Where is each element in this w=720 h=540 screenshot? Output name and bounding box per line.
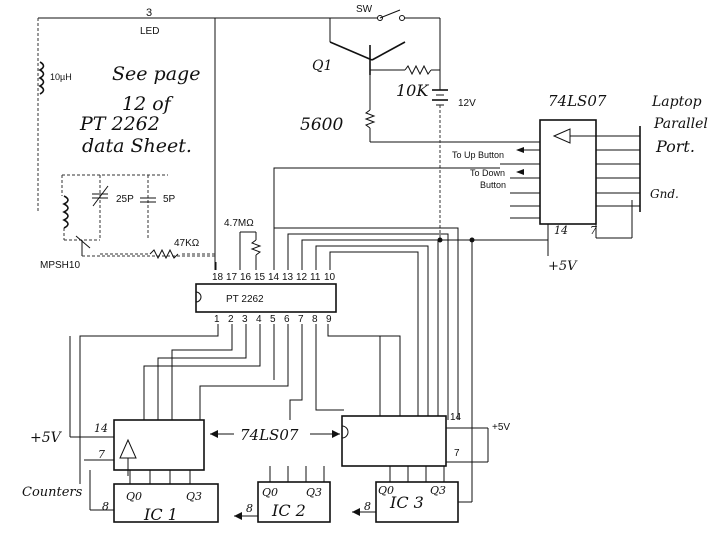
resistor-47k xyxy=(149,248,179,260)
ic2-q0: Q0 xyxy=(262,486,278,499)
pin-label: 10 xyxy=(324,272,336,283)
pin7-left: 7 xyxy=(98,448,105,461)
gnd-label: Gnd. xyxy=(650,187,679,201)
laptop-label3: Port. xyxy=(655,137,695,156)
resistor-10k xyxy=(404,64,432,76)
led-label: LED xyxy=(140,26,159,37)
counter-ic2: IC 2 Q0 Q3 8 xyxy=(234,466,331,523)
resistor-10k-label: 10K xyxy=(396,81,429,100)
pin-label: 7 xyxy=(298,314,304,325)
cap-25p-label: 25P xyxy=(116,194,134,205)
top-rail xyxy=(38,17,441,270)
pin-label: 16 xyxy=(240,272,252,283)
pin14-right: 14 xyxy=(450,412,462,423)
laptop-label2: Parallel xyxy=(653,116,708,132)
ic3-q0: Q0 xyxy=(378,484,394,497)
pin-label: 3 xyxy=(242,314,248,325)
led-symbol: 3 xyxy=(146,7,152,19)
chip-74ls07-top: 74LS07 To Up Button To Down Button 14 7 … xyxy=(452,92,708,274)
inductor-label: 10µH xyxy=(50,72,72,82)
ic3-q3: Q3 xyxy=(430,484,446,497)
pin-label: 8 xyxy=(312,314,318,325)
battery-12v: 12V xyxy=(432,70,476,240)
chip-pt2262: PT 2262 18 17 16 15 14 13 12 11 10 1 2 3… xyxy=(79,167,500,462)
pt2262-bottom-pins: 1 2 3 4 5 6 7 8 9 xyxy=(214,314,332,325)
resistor-4m7: 4.7MΩ xyxy=(224,218,262,270)
ic3-label: IC 3 xyxy=(389,493,424,512)
ic3-pin8: 8 xyxy=(364,500,371,513)
counters-label: Counters xyxy=(22,485,83,500)
ic1-pin8: 8 xyxy=(102,500,109,513)
pin7-top: 7 xyxy=(590,224,597,237)
resistor-5600-label: 5600 xyxy=(300,115,343,135)
pin14-left: 14 xyxy=(94,422,108,435)
chip-74ls07-mid-label: 74LS07 xyxy=(210,426,340,444)
ic2-pin8: 8 xyxy=(246,502,253,515)
transistor-q1: Q1 10K 5600 xyxy=(300,41,545,143)
plus5v-top: +5V xyxy=(548,259,578,274)
pin-label: 5 xyxy=(270,314,276,325)
ic1-label: IC 1 xyxy=(143,505,178,524)
coil xyxy=(62,195,69,229)
counter-ic1: IC 1 Q0 Q3 8 xyxy=(89,470,219,524)
resistor-47k-label: 47KΩ xyxy=(174,238,200,249)
note-line2: 12 of xyxy=(122,93,174,115)
pin-label: 15 xyxy=(254,272,266,283)
note-line4: data Sheet. xyxy=(82,135,192,157)
ic1-q3: Q3 xyxy=(186,490,202,503)
up-button-label: To Up Button xyxy=(452,150,504,160)
pin-label: 1 xyxy=(214,314,220,325)
pin-label: 2 xyxy=(228,314,234,325)
chip-74ls07-left: +5V 14 7 xyxy=(30,419,205,476)
pin-label: 12 xyxy=(296,272,308,283)
pin-label: 14 xyxy=(268,272,280,283)
pin-label: 6 xyxy=(284,314,290,325)
note-line3: PT 2262 xyxy=(79,113,160,135)
battery-label: 12V xyxy=(458,98,476,109)
oscillator-section: 10µH See page 12 of PT 2262 data Sheet. … xyxy=(37,18,215,271)
pt2262-label: PT 2262 xyxy=(226,294,264,305)
ic1-q0: Q0 xyxy=(126,490,142,503)
switch-label: SW xyxy=(356,4,373,15)
switch: SW xyxy=(356,4,405,21)
pin-label: 9 xyxy=(326,314,332,325)
chip-74ls07-right: 14 7 +5V xyxy=(341,412,510,467)
chip-top-label: 74LS07 xyxy=(548,92,607,110)
q1-label: Q1 xyxy=(312,58,332,74)
led: 3 LED xyxy=(140,7,159,37)
pin-label: 11 xyxy=(310,272,321,283)
down-button-label2: Button xyxy=(480,180,506,190)
pin-label: 13 xyxy=(282,272,294,283)
pin-label: 4 xyxy=(256,314,262,325)
laptop-label1: Laptop xyxy=(651,94,702,110)
pin7-right: 7 xyxy=(454,448,460,459)
note-line1: See page xyxy=(112,63,200,85)
pin-label: 18 xyxy=(212,272,224,283)
resistor-5600 xyxy=(364,109,376,129)
ic2-label: IC 2 xyxy=(271,501,306,520)
resistor-4m7-label: 4.7MΩ xyxy=(224,218,254,229)
ic2-q3: Q3 xyxy=(306,486,322,499)
counter-ic3: IC 3 Q0 Q3 8 xyxy=(352,422,473,523)
chip-mid-label: 74LS07 xyxy=(240,426,299,444)
pin14-top: 14 xyxy=(554,224,568,237)
plus5v-right: +5V xyxy=(492,422,510,433)
inductor-10uh xyxy=(38,61,45,95)
pt2262-top-pins: 18 17 16 15 14 13 12 11 10 xyxy=(212,272,336,283)
plus5v-left: +5V xyxy=(30,430,63,446)
mpsh10-label: MPSH10 xyxy=(40,260,80,271)
down-button-label1: To Down xyxy=(470,168,505,178)
bus-240 xyxy=(437,237,548,422)
pin-label: 17 xyxy=(226,272,238,283)
cap-5p-label: 5P xyxy=(163,194,176,205)
